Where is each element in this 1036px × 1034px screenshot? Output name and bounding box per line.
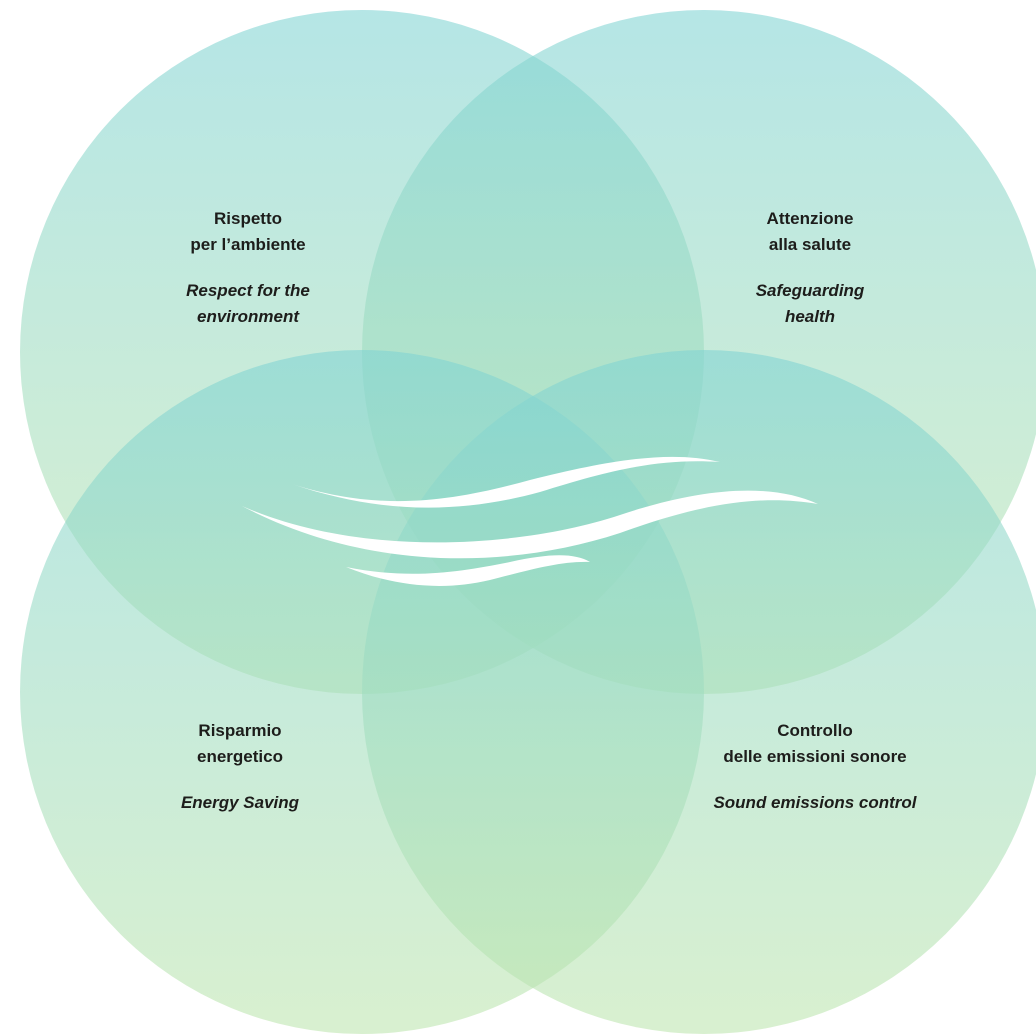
- circle-bottom-right: [362, 350, 1036, 1034]
- title-line: alla salute: [768, 235, 852, 254]
- stylized-air-waves-icon: [242, 456, 818, 586]
- label-health: Attenzione alla salute Safeguarding heal…: [710, 206, 910, 330]
- label-environment: Rispetto per l’ambiente Respect for the …: [148, 206, 348, 330]
- title-line: per l’ambiente: [190, 235, 306, 254]
- subtitle-line: Sound emissions control: [713, 793, 917, 812]
- label-sound-emissions: Controllo delle emissioni sonore Sound e…: [680, 718, 950, 816]
- title-line: Rispetto: [214, 209, 282, 228]
- title-line: Risparmio: [198, 721, 282, 740]
- title-line: Attenzione: [766, 209, 854, 228]
- subtitle-line: health: [784, 307, 836, 326]
- wave-stroke-bottom: [346, 555, 590, 586]
- subtitle-line: Energy Saving: [180, 793, 300, 812]
- title-line: Controllo: [777, 721, 853, 740]
- wave-stroke-top: [292, 456, 720, 508]
- title-line: energetico: [197, 747, 283, 766]
- label-energy-saving: Risparmio energetico Energy Saving: [140, 718, 340, 816]
- subtitle-line: Safeguarding: [755, 281, 865, 300]
- subtitle-line: environment: [196, 307, 300, 326]
- subtitle-line: Respect for the: [186, 281, 310, 300]
- wave-stroke-middle: [242, 490, 818, 559]
- title-line: delle emissioni sonore: [723, 747, 907, 766]
